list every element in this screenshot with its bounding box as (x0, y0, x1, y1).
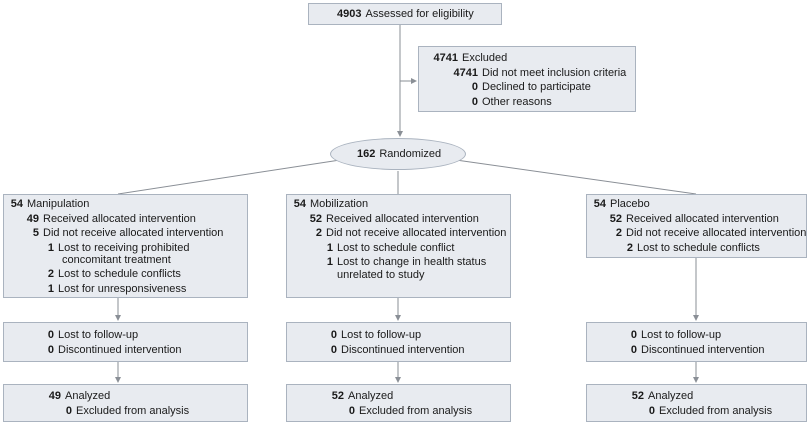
line-to-manipulation (117, 159, 341, 195)
excluded-analysis-count: 0 (648, 404, 655, 417)
received-label: Received allocated intervention (326, 212, 479, 225)
discontinued-count: 0 (330, 343, 337, 356)
lost-followup-label: Lost to follow-up (58, 329, 139, 341)
reason-label: Lost for unresponsiveness (58, 282, 187, 295)
analyzed-label: Analyzed (648, 390, 694, 402)
discontinued-label: Discontinued intervention (641, 343, 765, 356)
arm-count: 54 (10, 198, 23, 210)
received-count: 52 (609, 212, 622, 225)
not-received-label: Did not receive allocated intervention (43, 227, 224, 239)
lost-followup-count: 0 (47, 329, 54, 341)
excluded-analysis-label: Excluded from analysis (359, 404, 473, 417)
discontinued-label: Discontinued intervention (58, 343, 182, 356)
not-received-count: 2 (315, 227, 322, 239)
arm-name: Placebo (610, 198, 650, 210)
received-label: Received allocated intervention (626, 212, 779, 225)
received-label: Received allocated intervention (43, 212, 196, 225)
excluded-reason-label: Declined to participate (482, 81, 591, 93)
analyzed-label: Analyzed (348, 390, 394, 402)
arm-name: Mobilization (310, 198, 369, 210)
assessed-label: Assessed for eligibility (365, 8, 474, 20)
arm-count: 54 (593, 198, 606, 210)
reason-label: Lost to schedule conflicts (637, 241, 760, 254)
assessed-count: 4903 (337, 8, 362, 20)
excluded-reason-count: 4741 (453, 66, 478, 79)
reason-label: Lost to receiving prohibited (58, 241, 190, 254)
reason-count: 1 (326, 241, 333, 254)
randomized-label: Randomized (379, 148, 442, 160)
excluded-analysis-count: 0 (65, 404, 72, 417)
excluded-count: 4741 (433, 52, 458, 64)
excluded-analysis-label: Excluded from analysis (659, 404, 773, 417)
randomized-count: 162 (357, 148, 376, 160)
analyzed-count: 52 (631, 390, 644, 402)
excluded-label: Excluded (462, 52, 508, 64)
reason-count: 1 (47, 241, 54, 254)
discontinued-count: 0 (47, 343, 54, 356)
analyzed-count: 52 (331, 390, 344, 402)
analyzed-label: Analyzed (65, 390, 111, 402)
reason-label-cont: unrelated to study (337, 268, 425, 281)
analyzed-count: 49 (48, 390, 61, 402)
not-received-label: Did not receive allocated intervention (326, 227, 507, 239)
analysis-box-manipulation: 49 Analyzed 0 Excluded from analysis (3, 384, 248, 422)
reason-label: Lost to change in health status (337, 256, 487, 268)
excluded-analysis-label: Excluded from analysis (76, 404, 190, 417)
line-to-placebo (455, 159, 697, 195)
received-count: 52 (309, 212, 322, 225)
reason-count: 2 (626, 241, 633, 254)
reason-count: 1 (326, 256, 333, 268)
received-count: 49 (26, 212, 39, 225)
excluded-reason-count: 0 (471, 81, 478, 93)
reason-label: Lost to schedule conflict (337, 241, 455, 254)
lost-followup-count: 0 (630, 329, 637, 341)
not-received-count: 5 (32, 227, 39, 239)
allocation-box-mobilization: 54 Mobilization 52 Received allocated inte… (286, 194, 511, 298)
lost-followup-label: Lost to follow-up (341, 329, 422, 341)
reason-label-cont: concomitant treatment (62, 254, 171, 266)
lost-followup-label: Lost to follow-up (641, 329, 722, 341)
analysis-box-placebo: 52 Analyzed 0 Excluded from analysis (586, 384, 807, 422)
excluded-reason-label: Did not meet inclusion criteria (482, 66, 627, 79)
reason-label: Lost to schedule conflicts (58, 268, 181, 280)
reason-count: 2 (47, 268, 54, 280)
not-received-label: Did not receive allocated intervention (626, 227, 807, 239)
excluded-analysis-count: 0 (348, 404, 355, 417)
not-received-count: 2 (615, 227, 622, 239)
allocation-box-placebo: 54 Placebo 52 Received allocated intervent… (586, 194, 807, 258)
allocation-box-manipulation: 54 Manipulation 49 Received allocated inte… (3, 194, 248, 298)
discontinued-label: Discontinued intervention (341, 343, 465, 356)
lost-followup-count: 0 (330, 329, 337, 341)
arm-name: Manipulation (27, 198, 90, 210)
analysis-box-mobilization: 52 Analyzed 0 Excluded from analysis (286, 384, 511, 422)
arm-count: 54 (293, 198, 306, 210)
excluded-reason-count: 0 (471, 95, 478, 108)
reason-count: 1 (47, 282, 54, 295)
discontinued-count: 0 (630, 343, 637, 356)
excluded-reason-label: Other reasons (482, 95, 552, 108)
